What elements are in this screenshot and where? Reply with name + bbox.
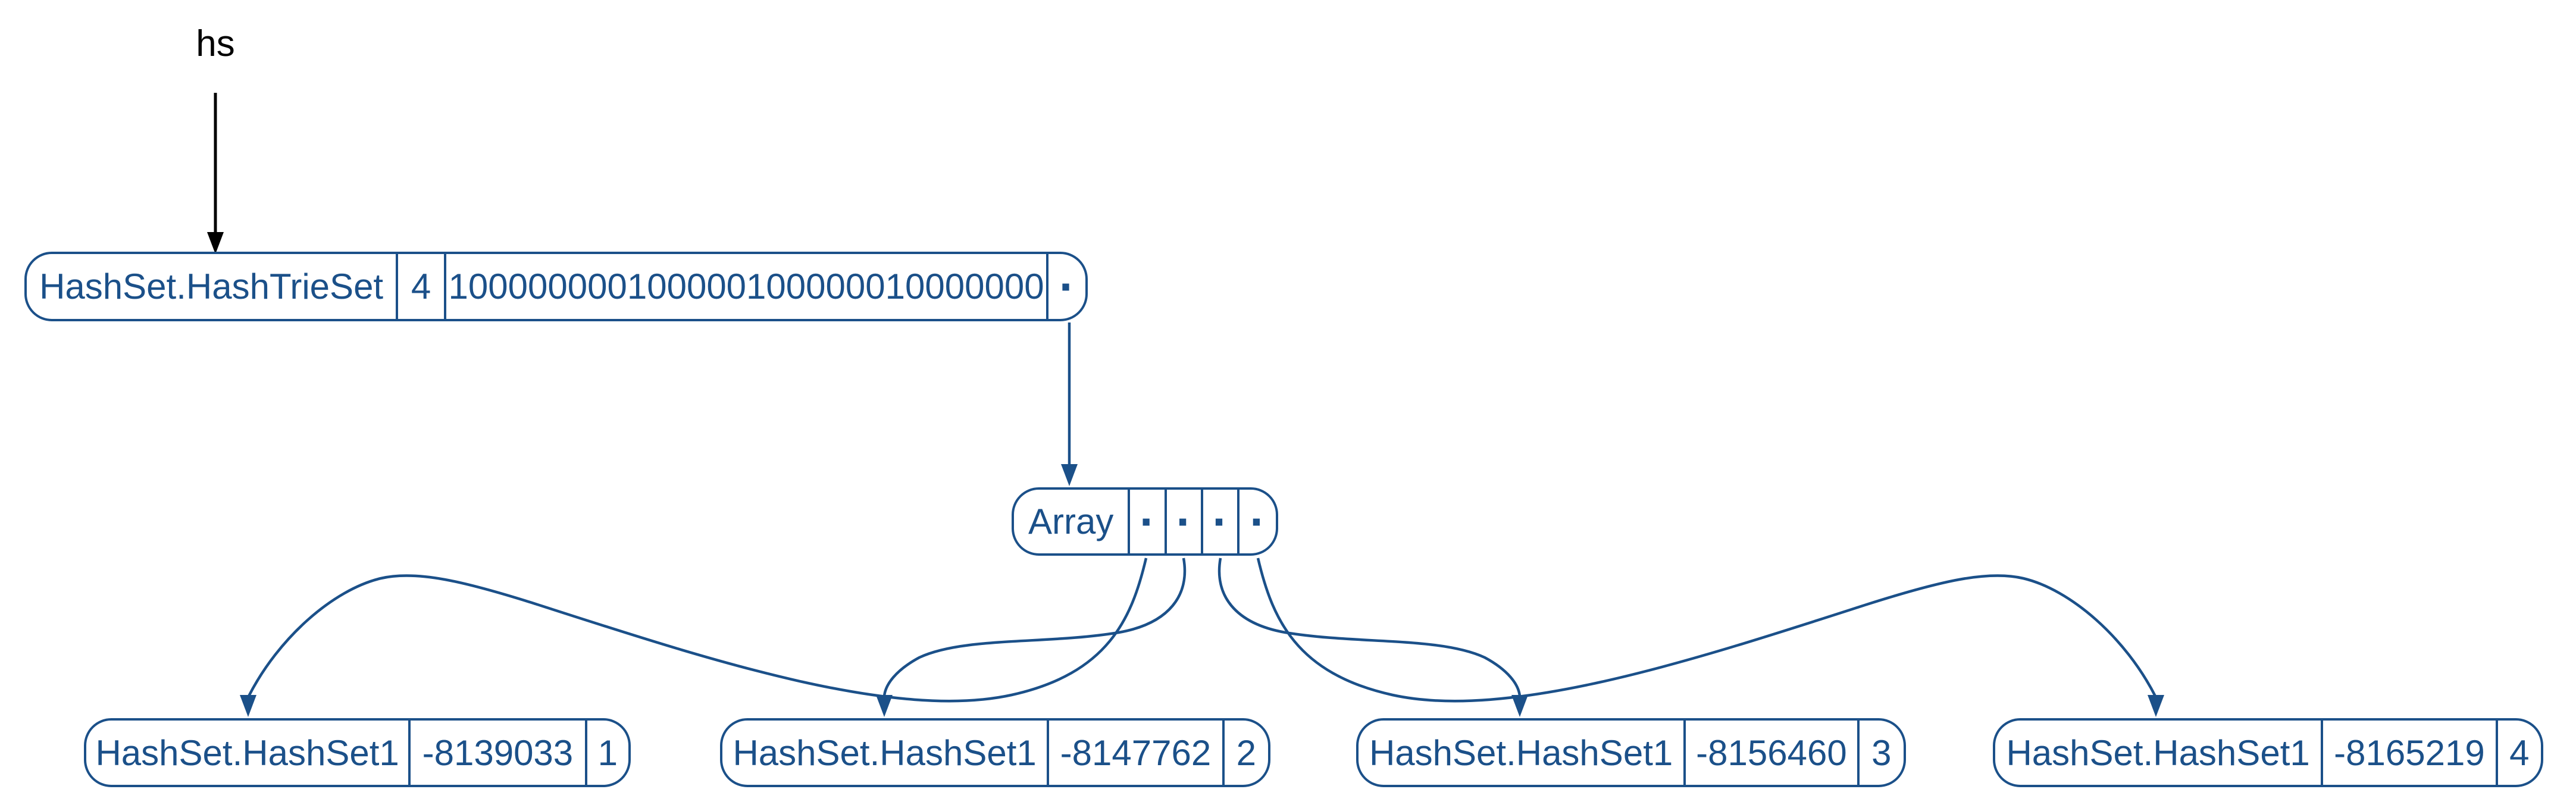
leaf-type-cell: HashSet.HashSet1: [722, 721, 1047, 785]
leaf-hash-value: -8156460: [1696, 732, 1847, 773]
root-size-cell: 4: [396, 254, 444, 319]
root-size-value: 4: [411, 267, 431, 306]
leaf-type-label: HashSet.HashSet1: [2006, 732, 2310, 773]
arrowhead: [207, 232, 224, 254]
array-slot-2: ·: [1201, 490, 1237, 553]
leaf-value: 4: [2509, 732, 2530, 773]
leaf-type-label: HashSet.HashSet1: [733, 732, 1037, 773]
array-label: Array: [1028, 502, 1114, 541]
leaf-value-cell: 2: [1222, 721, 1268, 785]
leaf-type-cell: HashSet.HashSet1: [1995, 721, 2321, 785]
leaf-node-3: HashSet.HashSet1 -8156460 3: [1356, 718, 1906, 787]
leaf-hash-value: -8147762: [1060, 732, 1212, 773]
leaf-value-cell: 1: [584, 721, 628, 785]
arrowhead: [1061, 464, 1078, 486]
leaf-type-cell: HashSet.HashSet1: [86, 721, 408, 785]
leaf-type-label: HashSet.HashSet1: [95, 732, 399, 773]
leaf-hash-cell: -8156460: [1683, 721, 1857, 785]
root-node: HashSet.HashTrieSet 4 100000000100000100…: [24, 252, 1088, 321]
root-type-label: HashSet.HashTrieSet: [39, 267, 384, 306]
edge-array0-to-leaf1: [240, 558, 1148, 717]
root-type-cell: HashSet.HashTrieSet: [27, 254, 396, 319]
arrowhead: [876, 695, 893, 717]
leaf-node-4: HashSet.HashSet1 -8165219 4: [1993, 718, 2543, 787]
leaf-value: 1: [597, 732, 618, 773]
leaf-hash-cell: -8165219: [2321, 721, 2495, 785]
edge-root-to-array: [1061, 322, 1078, 486]
leaf-type-cell: HashSet.HashSet1: [1359, 721, 1683, 785]
leaf-hash-cell: -8139033: [408, 721, 584, 785]
leaf-hash-cell: -8147762: [1047, 721, 1222, 785]
leaf-hash-value: -8139033: [422, 732, 574, 773]
leaf-type-label: HashSet.HashSet1: [1369, 732, 1673, 773]
root-elems-pointer-cell: ·: [1046, 254, 1085, 319]
leaf-value-cell: 3: [1857, 721, 1904, 785]
arrowhead: [2148, 695, 2164, 717]
variable-label-hs: hs: [196, 23, 235, 64]
array-slot-1: ·: [1165, 490, 1201, 553]
leaf-node-2: HashSet.HashSet1 -8147762 2: [720, 718, 1270, 787]
leaf-value: 2: [1236, 732, 1256, 773]
root-bitmap-value: 100000000100000100000010000000: [448, 267, 1044, 306]
array-slot-0: ·: [1128, 490, 1165, 553]
array-label-cell: Array: [1014, 490, 1128, 553]
edge-array1-to-leaf2: [876, 558, 1187, 717]
arrowhead: [1511, 695, 1528, 717]
array-slot-3: ·: [1237, 490, 1276, 553]
leaf-node-1: HashSet.HashSet1 -8139033 1: [84, 718, 631, 787]
root-bitmap-cell: 100000000100000100000010000000: [443, 254, 1046, 319]
edge-array3-to-leaf4: [1256, 558, 2164, 717]
leaf-value-cell: 4: [2495, 721, 2541, 785]
leaf-value: 3: [1871, 732, 1892, 773]
edge-hs-to-root: [207, 93, 224, 254]
leaf-hash-value: -8165219: [2334, 732, 2485, 773]
array-node: Array · · · ·: [1012, 487, 1278, 556]
edge-array2-to-leaf3: [1217, 558, 1528, 717]
arrowhead: [240, 695, 256, 717]
